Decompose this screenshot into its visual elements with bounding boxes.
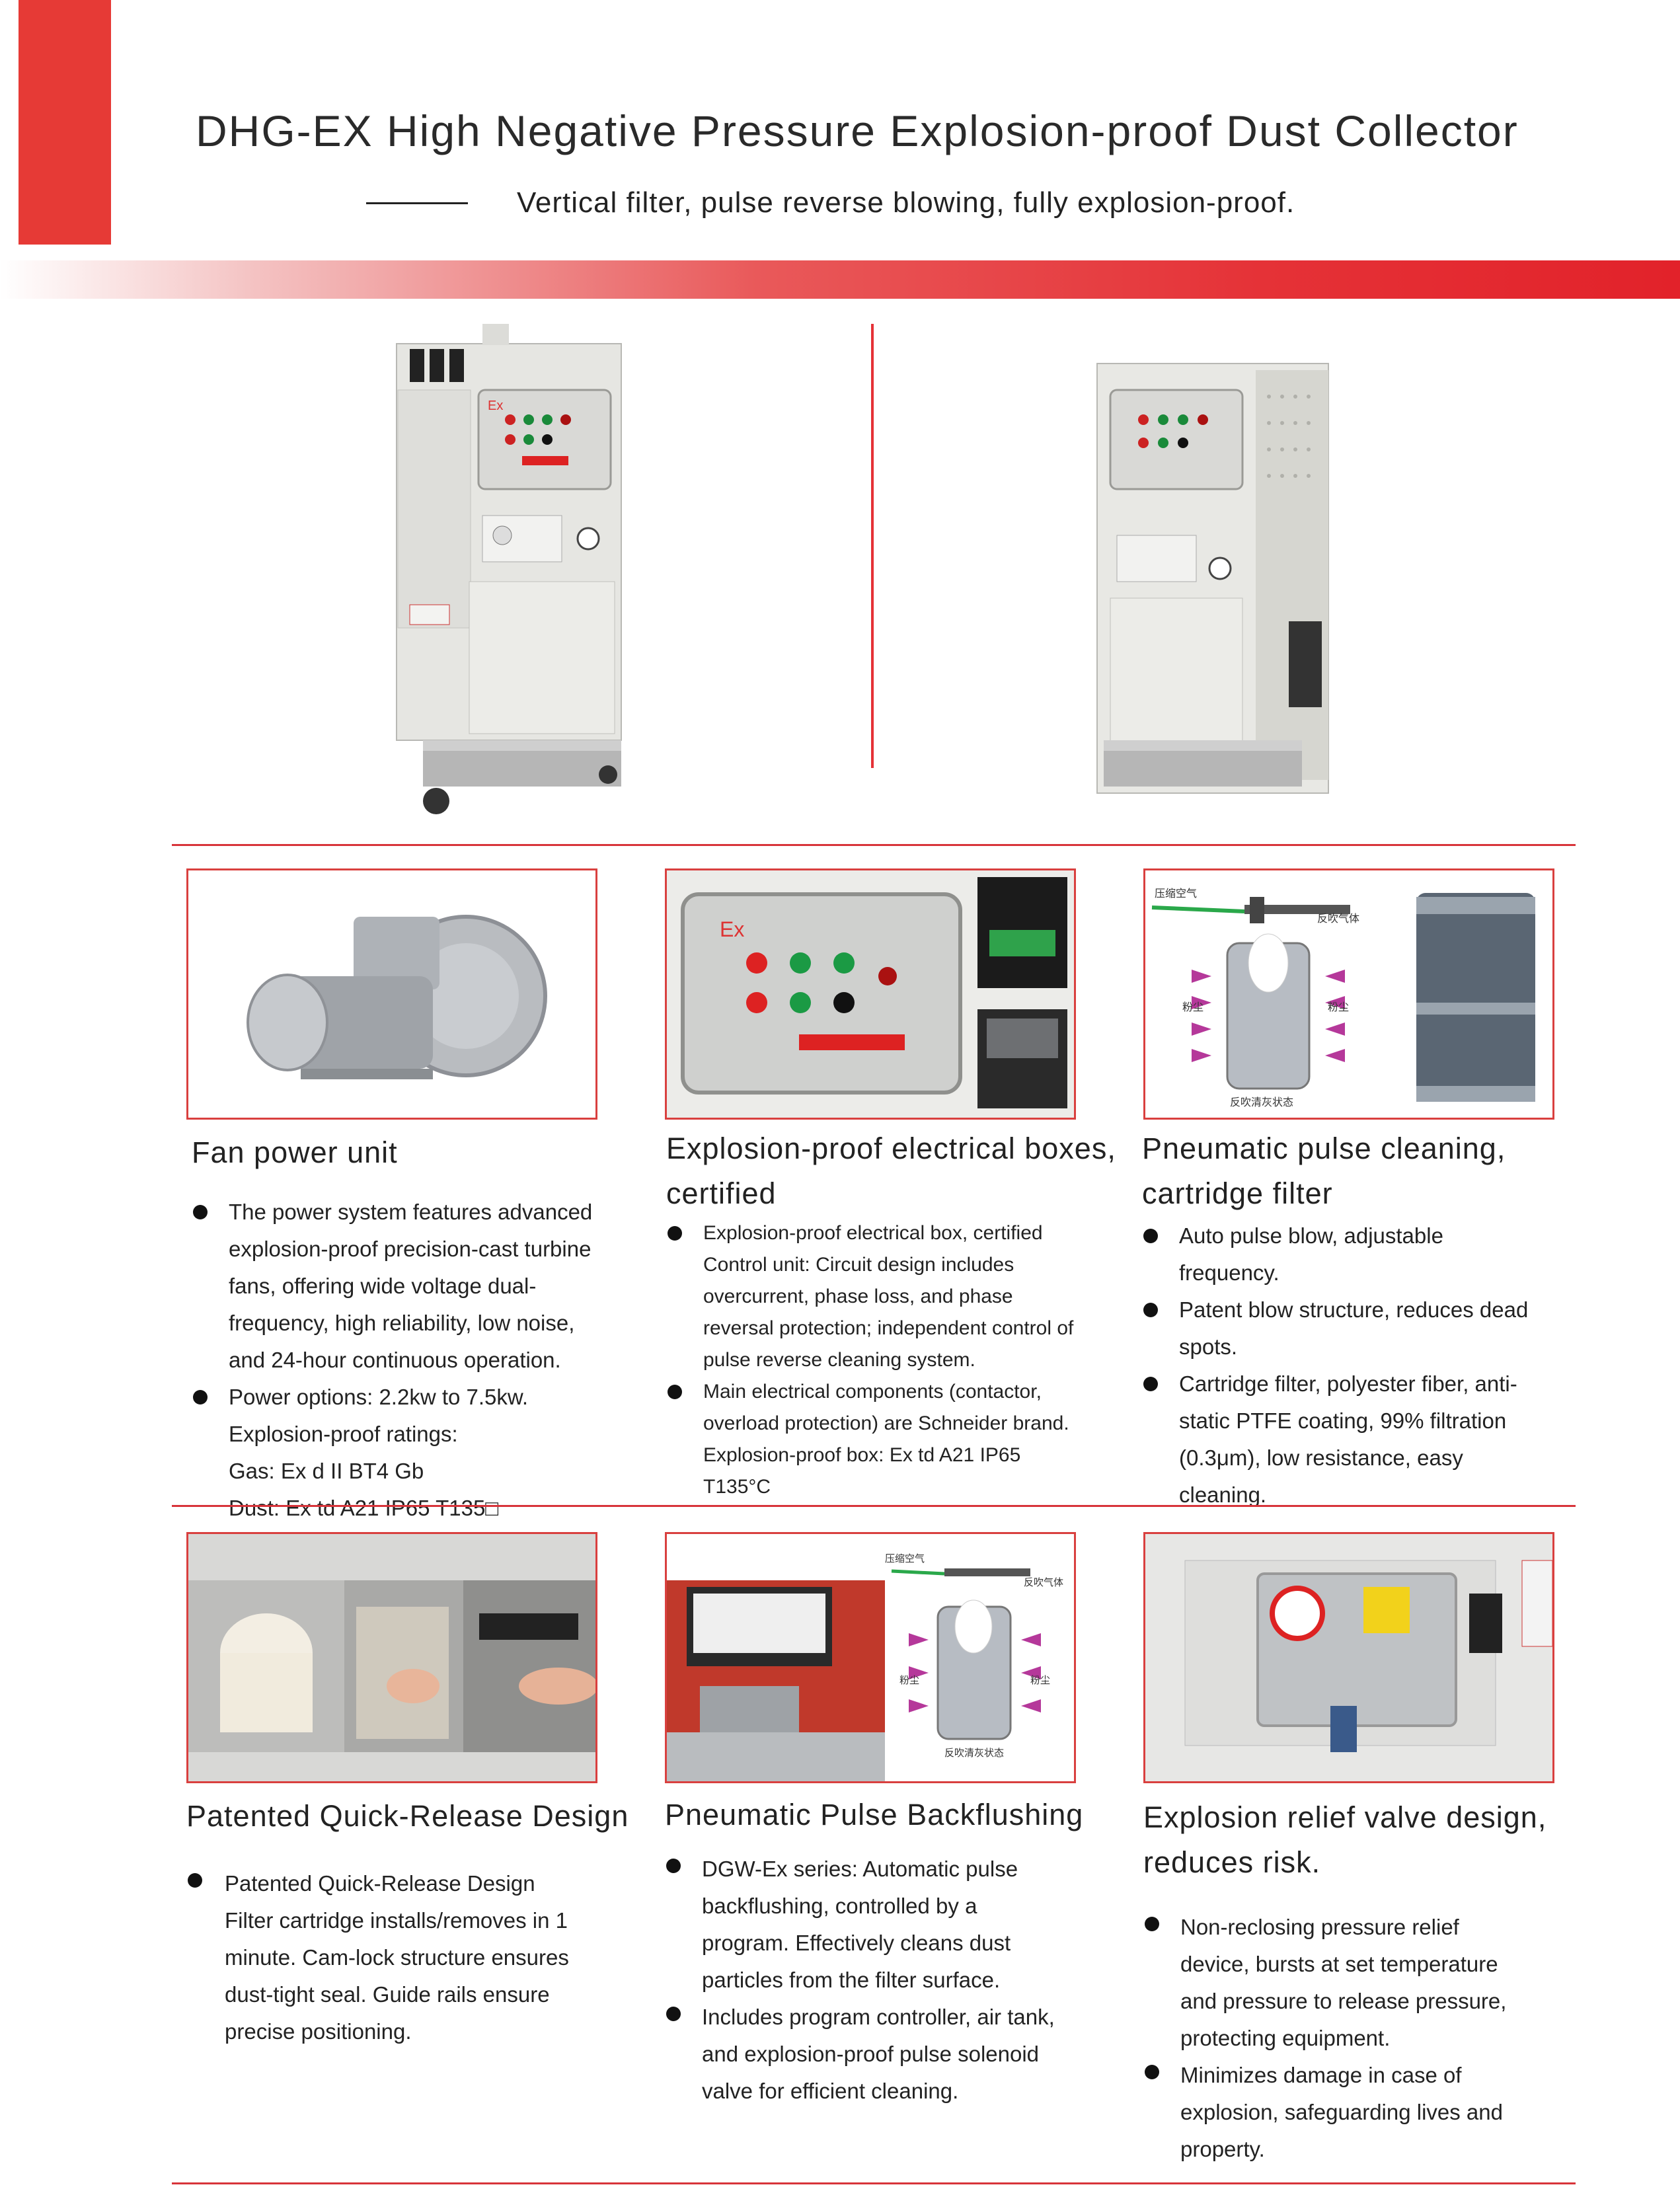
section-title: Pneumatic Pulse Backflushing [665, 1798, 1084, 1831]
bullet-icon [1143, 1303, 1158, 1317]
bullet-list: DGW-Ex series: Automatic pulse backflush… [665, 1851, 1141, 2110]
bullet-icon [668, 1385, 682, 1399]
bullet-icon [1143, 1377, 1158, 1391]
ex-mark-text-2: Ex [720, 917, 744, 941]
section-pulse-cleaning: Pneumatic pulse cleaning, cartridge filt… [1142, 1126, 1605, 1514]
section-divider-top [172, 844, 1576, 846]
bullet-icon [668, 1226, 682, 1241]
list-item: Minimizes damage in case of explosion, s… [1143, 2057, 1619, 2168]
bullet-icon [193, 1390, 208, 1404]
bullet-text: Power options: 2.2kw to 7.5kw. Explosion… [229, 1385, 529, 1520]
control-box-image: Ex [667, 870, 1074, 1118]
bullet-icon [193, 1205, 208, 1219]
bullet-list: Non-reclosing pressure relief device, bu… [1143, 1909, 1619, 2168]
bullet-text: Explosion-proof electrical box, certifie… [703, 1222, 1074, 1371]
dust-label-4: 粉尘 [1030, 1674, 1050, 1686]
product-divider [871, 324, 874, 768]
list-item: DGW-Ex series: Automatic pulse backflush… [665, 1851, 1141, 1999]
bullet-text: Includes program controller, air tank, a… [702, 2005, 1055, 2103]
dust-label-left: 粉尘 [1182, 1001, 1203, 1013]
fan-motor-image [188, 870, 595, 1118]
red-corner-block [19, 0, 111, 245]
page-subtitle: Vertical filter, pulse reverse blowing, … [517, 186, 1295, 219]
bullet-list: Auto pulse blow, adjustable frequency. P… [1142, 1217, 1605, 1514]
compressed-air-label-2: 压缩空气 [885, 1553, 925, 1564]
section-title: Explosion relief valve design, reduces r… [1143, 1800, 1547, 1879]
subtitle-rule [366, 202, 468, 204]
fan-unit-photo [186, 868, 597, 1120]
list-item: Main electrical components (contactor, o… [666, 1376, 1129, 1503]
page-title: DHG-EX High Negative Pressure Explosion-… [196, 106, 1519, 155]
bullet-icon [666, 2007, 681, 2021]
section-divider-middle [172, 1505, 1576, 1507]
bullet-list: Patented Quick-Release Design Filter car… [186, 1865, 662, 2050]
bullet-text: Auto pulse blow, adjustable frequency. [1179, 1223, 1443, 1285]
bullet-list: Explosion-proof electrical box, certifie… [666, 1217, 1129, 1503]
relief-valve-image [1145, 1534, 1552, 1781]
section-pulse-backflushing: Pneumatic Pulse Backflushing DGW-Ex seri… [665, 1792, 1141, 2110]
list-item: Non-reclosing pressure relief device, bu… [1143, 1909, 1619, 2057]
section-quick-release: Patented Quick-Release Design Patented Q… [186, 1794, 662, 2050]
dust-label-right: 粉尘 [1328, 1001, 1349, 1013]
list-item: The power system features advanced explo… [192, 1194, 654, 1379]
list-item: Includes program controller, air tank, a… [665, 1999, 1141, 2110]
list-item: Cartridge filter, polyester fiber, anti-… [1142, 1366, 1605, 1514]
pulse-cleaning-photo: 压缩空气 反吹气体 粉尘 粉尘 反吹清灰状态 [1143, 868, 1554, 1120]
quick-release-photo [186, 1532, 597, 1783]
compressed-air-label: 压缩空气 [1155, 887, 1197, 900]
bullet-icon [1143, 1229, 1158, 1243]
cleaning-state-label: 反吹清灰状态 [1230, 1096, 1293, 1108]
list-item: Power options: 2.2kw to 7.5kw. Explosion… [192, 1379, 654, 1527]
bullet-icon [1145, 2065, 1159, 2079]
bullet-text: Minimizes damage in case of explosion, s… [1180, 2063, 1503, 2161]
reverse-air-label-2: 反吹气体 [1024, 1576, 1063, 1588]
section-explosion-relief: Explosion relief valve design, reduces r… [1143, 1795, 1619, 2168]
explosion-relief-photo [1143, 1532, 1554, 1783]
section-title: Fan power unit [192, 1135, 398, 1169]
pulse-diagram-image: 压缩空气 反吹气体 粉尘 粉尘 反吹清灰状态 [1145, 870, 1552, 1118]
bullet-list: The power system features advanced explo… [192, 1194, 654, 1527]
list-item: Explosion-proof electrical box, certifie… [666, 1217, 1129, 1376]
electrical-box-photo: Ex [665, 868, 1076, 1120]
section-title: Patented Quick-Release Design [186, 1799, 629, 1833]
bullet-text: Main electrical components (contactor, o… [703, 1381, 1069, 1498]
bullet-text: DGW-Ex series: Automatic pulse backflush… [702, 1857, 1018, 1992]
bullet-icon [666, 1859, 681, 1873]
bullet-text: The power system features advanced explo… [229, 1200, 593, 1372]
bullet-text: Patented Quick-Release Design Filter car… [225, 1871, 569, 2044]
bullet-text: Non-reclosing pressure relief device, bu… [1180, 1915, 1507, 2050]
ex-mark-text: Ex [488, 399, 503, 413]
backflushing-image: 压缩空气 反吹气体 粉尘 粉尘 反吹清灰状态 [667, 1534, 1074, 1781]
section-electrical-boxes: Explosion-proof electrical boxes, certif… [666, 1126, 1129, 1503]
section-title: Explosion-proof electrical boxes, certif… [666, 1132, 1116, 1210]
section-divider-bottom [172, 2182, 1576, 2184]
list-item: Patent blow structure, reduces dead spot… [1142, 1291, 1605, 1366]
cleaning-state-label-2: 反吹清灰状态 [944, 1747, 1004, 1759]
list-item: Auto pulse blow, adjustable frequency. [1142, 1217, 1605, 1291]
quick-release-image [188, 1534, 595, 1781]
bullet-icon [188, 1873, 202, 1888]
red-gradient-band [0, 260, 1680, 299]
product-photo-front: Ex [396, 324, 622, 814]
bullet-icon [1145, 1917, 1159, 1931]
pulse-backflushing-photo: 压缩空气 反吹气体 粉尘 粉尘 反吹清灰状态 [665, 1532, 1076, 1783]
dust-label-3: 粉尘 [899, 1674, 919, 1686]
section-title: Pneumatic pulse cleaning, cartridge filt… [1142, 1132, 1506, 1210]
section-fan-power: Fan power unit The power system features… [192, 1130, 654, 1527]
bullet-text: Cartridge filter, polyester fiber, anti-… [1179, 1371, 1517, 1507]
reverse-air-label: 反吹气体 [1317, 912, 1359, 925]
product-photo-side [1096, 363, 1329, 794]
bullet-text: Patent blow structure, reduces dead spot… [1179, 1297, 1529, 1359]
list-item: Patented Quick-Release Design Filter car… [186, 1865, 662, 2050]
